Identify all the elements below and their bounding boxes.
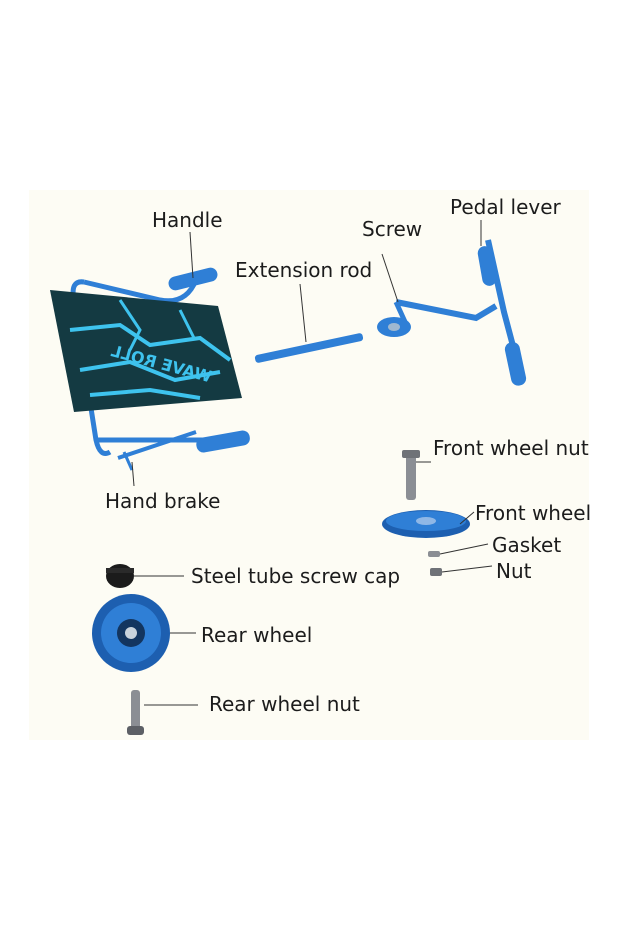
- screw-cap-part: [106, 564, 134, 588]
- hand-brake-lever: [117, 430, 197, 471]
- leader-lines: [131, 220, 493, 706]
- label-gasket: Gasket: [492, 533, 562, 557]
- label-screw: Screw: [362, 217, 423, 241]
- label-handle: Handle: [152, 208, 223, 232]
- label-rear-wheel-nut: Rear wheel nut: [209, 692, 360, 716]
- handle-grip-top: [168, 267, 218, 291]
- nut-part: [430, 568, 442, 576]
- front-wheel-part: [382, 510, 470, 538]
- handle-grip-bottom: [196, 430, 250, 453]
- label-front-wheel-nut: Front wheel nut: [433, 436, 589, 460]
- label-pedal-lever: Pedal lever: [450, 195, 561, 219]
- rear-wheel-part: [92, 594, 170, 672]
- label-rear-wheel: Rear wheel: [201, 623, 313, 647]
- label-hand-brake: Hand brake: [105, 489, 221, 513]
- label-nut: Nut: [496, 559, 532, 583]
- extension-rod: [254, 333, 364, 363]
- label-extension-rod: Extension rod: [235, 258, 373, 282]
- front-wheel-nut-part: [402, 450, 420, 500]
- seat-assembly: WAVE ROLL: [50, 278, 242, 456]
- gasket-part: [428, 551, 440, 557]
- seat-fabric: [50, 290, 242, 412]
- label-steel-tube-screw-cap: Steel tube screw cap: [191, 564, 401, 588]
- label-front-wheel: Front wheel: [475, 501, 592, 525]
- pedal-lever-assembly: [377, 239, 527, 386]
- rear-wheel-nut-part: [127, 690, 144, 735]
